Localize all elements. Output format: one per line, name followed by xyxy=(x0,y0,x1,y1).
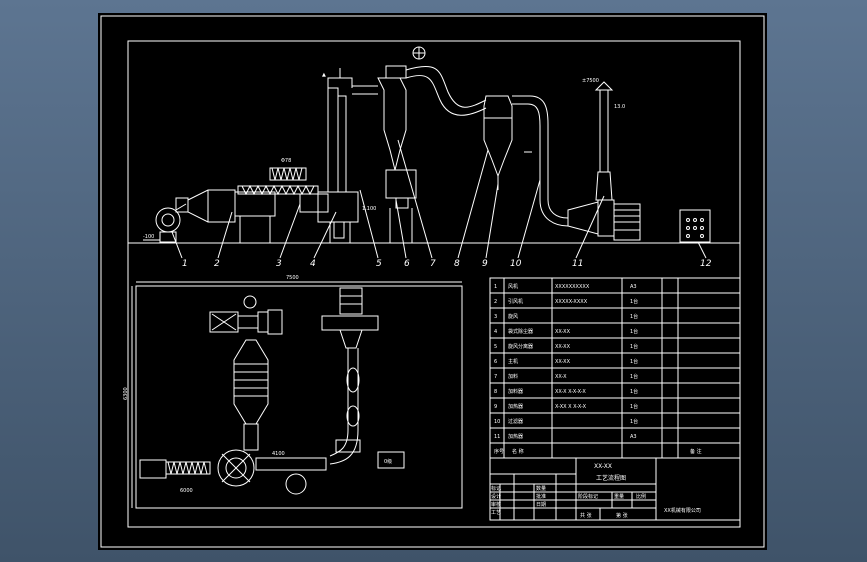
part-number-6: 6 xyxy=(404,259,410,269)
tb-weight: 重量 xyxy=(614,493,624,500)
bom-row-no: 8 xyxy=(494,389,497,395)
bom-row-no: 3 xyxy=(494,314,497,320)
bom-row-name: 旋风分离器 xyxy=(508,343,533,350)
elev-left-label: -100 xyxy=(143,234,154,240)
cyclone-separator-1 xyxy=(377,46,426,243)
title-drawing-name: XX-XX xyxy=(594,463,612,470)
part-number-11: 11 xyxy=(572,259,583,269)
bom-row-name: 引风机 xyxy=(508,298,523,305)
tb-right-1: 批准 xyxy=(536,493,546,500)
bom-footer-name: 名 称 xyxy=(512,448,524,455)
exhaust-stack: ±7500 13.0 xyxy=(582,78,625,201)
bom-row-no: 10 xyxy=(494,419,500,425)
bom-footer-remark: 备 注 xyxy=(690,448,702,455)
bom-row-name: 加热器 xyxy=(508,433,523,440)
bom-row-no: 6 xyxy=(494,359,497,365)
bom-row-no: 7 xyxy=(494,374,497,380)
bom-row-name: 主机 xyxy=(508,358,518,365)
plan-view: 7500 6300 6000 4100 xyxy=(123,275,463,509)
svg-text:1.100: 1.100 xyxy=(362,206,376,212)
bom-row-name: 加料 xyxy=(508,373,518,380)
tb-left-1: 设计 xyxy=(491,493,501,500)
bom-row-no: 4 xyxy=(494,329,497,335)
title-subtitle: 工艺流程图 xyxy=(596,474,626,482)
svg-text:Φ78: Φ78 xyxy=(281,158,291,164)
bom-row-spec: XX-X xyxy=(555,374,567,380)
drying-column: ▲ xyxy=(322,68,378,193)
tb-right-0: 数量 xyxy=(536,485,546,492)
bom-row-qty: 1台 xyxy=(630,418,638,425)
tb-left-2: 审核 xyxy=(491,501,501,508)
control-cabinet xyxy=(679,209,711,243)
tb-scale: 比例 xyxy=(636,493,646,500)
bom-row-qty: 1台 xyxy=(630,343,638,350)
bom-row-spec: XXXXXXXXXX xyxy=(555,284,590,290)
bom-row-qty: 1台 xyxy=(630,313,638,320)
part-number-5: 5 xyxy=(376,259,382,269)
bom-row-name: 风机 xyxy=(508,283,518,290)
part-number-8: 8 xyxy=(454,259,460,269)
bom-row-qty: 1台 xyxy=(630,358,638,365)
title-block: XX-XX 工艺流程图 标记 设计 审核 工艺 数量 批准 日期 阶段标记 重量… xyxy=(489,457,741,521)
bom-row-no: 1 xyxy=(494,284,497,290)
tb-right-2: 日期 xyxy=(536,502,546,508)
tb-company: XX机械有限公司 xyxy=(664,507,701,514)
dim-a-label: 6000 xyxy=(180,488,193,494)
tb-stage: 阶段标记 xyxy=(578,493,598,500)
svg-text:▲: ▲ xyxy=(322,72,326,78)
bom-row-spec: XXXXX-XXXX xyxy=(555,299,588,305)
bom-footer-no: 序号 xyxy=(494,448,504,455)
return-duct xyxy=(512,95,569,227)
bom-row-spec: XX-XX xyxy=(555,344,571,350)
part-number-10: 10 xyxy=(510,259,522,269)
bom-row-spec: XX-X X-X-X-X xyxy=(555,389,586,395)
elev-top-right-label: ±7500 xyxy=(582,78,599,84)
bill-of-materials: 1 风机 XXXXXXXXXX A3 2 引风机 XXXXX-XXXX 1台 3 旋风 1台 4 袋式除… xyxy=(489,277,741,459)
bom-row-spec: XX-XX xyxy=(555,329,571,335)
tb-left-0: 标记 xyxy=(491,485,501,492)
bom-row-qty: 1台 xyxy=(630,328,638,335)
cyclone-separator-2 xyxy=(483,95,513,190)
bom-row-name: 加热器 xyxy=(508,403,523,410)
bom-row-qty: 1台 xyxy=(630,403,638,410)
bom-row-qty: A3 xyxy=(630,284,637,290)
bom-row-name: 加料器 xyxy=(508,388,523,395)
part-callouts: 1 2 3 4 5 6 7 8 9 10 11 12 xyxy=(171,139,712,269)
bom-row-name: 袋式除尘器 xyxy=(508,328,533,335)
tb-sheet-b: 第 张 xyxy=(616,512,628,519)
dim-b-label: 4100 xyxy=(272,451,285,457)
plan-outline xyxy=(135,285,463,509)
plan-note: 0级 xyxy=(384,458,392,465)
bom-row-qty: 1台 xyxy=(630,298,638,305)
tb-left-3: 工艺 xyxy=(491,510,501,516)
bom-row-spec: XX-XX xyxy=(555,359,571,365)
bom-row-name: 旋风 xyxy=(508,313,518,320)
bom-row-spec: X-XX X X-X-X xyxy=(555,404,587,410)
bom-row-qty: A3 xyxy=(630,434,637,440)
elevation-view: -100 Φ78 1.100 xyxy=(128,46,740,269)
bom-row-no: 9 xyxy=(494,404,497,410)
part-number-7: 7 xyxy=(430,259,436,269)
connecting-duct xyxy=(405,65,487,116)
bom-row-qty: 1台 xyxy=(630,373,638,380)
part-number-12: 12 xyxy=(700,259,712,269)
bom-row-name: 过滤器 xyxy=(508,418,523,425)
bom-row-no: 5 xyxy=(494,344,497,350)
bom-row-no: 11 xyxy=(494,434,500,440)
part-number-2: 2 xyxy=(214,259,220,269)
part-number-1: 1 xyxy=(182,259,188,269)
outer-border xyxy=(100,15,765,548)
bom-row-no: 2 xyxy=(494,299,497,305)
part-number-3: 3 xyxy=(276,259,282,269)
total-height-label: 13.0 xyxy=(614,104,625,110)
part-number-4: 4 xyxy=(310,259,316,269)
part-number-9: 9 xyxy=(482,259,488,269)
bom-row-qty: 1台 xyxy=(630,388,638,395)
dim-width-label: 7500 xyxy=(286,275,299,281)
dim-height-label: 6300 xyxy=(123,387,129,400)
tb-sheet-a: 共 张 xyxy=(580,512,592,519)
plan-note-box xyxy=(377,451,405,469)
